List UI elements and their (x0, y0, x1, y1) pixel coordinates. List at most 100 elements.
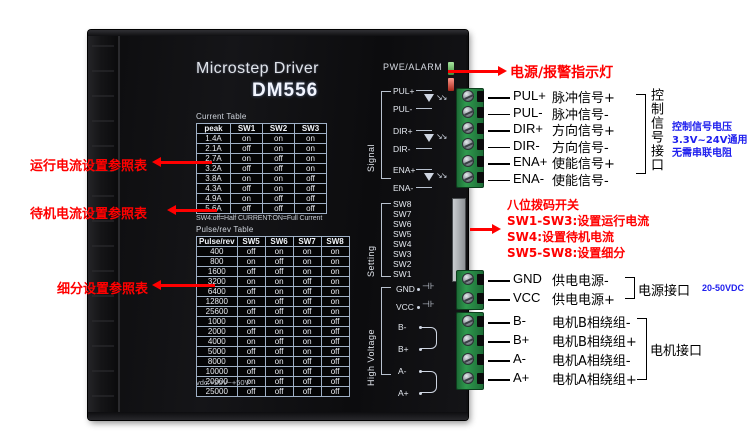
terminal-slot (477, 91, 484, 102)
table-cell: off (294, 183, 327, 194)
terminal-screw[interactable] (462, 122, 474, 134)
arrow-head (498, 66, 507, 76)
arrow-line (448, 70, 500, 73)
terminal-screw[interactable] (462, 292, 474, 304)
table-cell: on (262, 183, 295, 194)
terminal-screw[interactable] (462, 106, 474, 118)
terminal-screw[interactable] (462, 155, 474, 167)
terminal-lead-line (488, 379, 510, 381)
arrow-head (167, 205, 176, 215)
motor-terminal-pin-aminus: A- (513, 351, 526, 366)
terminal-screw[interactable] (462, 171, 474, 183)
table-cell: off (320, 316, 350, 327)
control-terminal-pin-dirplus: DIR+ (513, 121, 543, 136)
col-header-sw6: SW6 (264, 236, 294, 247)
heatsink-fin (92, 345, 114, 347)
control-terminal-desc-4: 使能信号+ (552, 157, 615, 172)
heatsink-fin (92, 320, 114, 322)
table-cell: on (230, 133, 263, 144)
table-cell: off (320, 386, 350, 397)
annotation-led-callout: 电源/报警指示灯 (510, 65, 614, 81)
table-cell: on (294, 163, 327, 174)
table-cell: off (236, 366, 266, 377)
terminal-slot (477, 172, 484, 183)
arrow-line (160, 284, 215, 287)
table-cell: on (320, 286, 350, 297)
control-terminal-pin-enaplus: ENA+ (513, 154, 548, 169)
terminal-screw[interactable] (462, 273, 474, 285)
table-cell: on (236, 336, 266, 347)
terminal-screw[interactable] (462, 334, 474, 346)
optocoupler-icon (424, 173, 434, 181)
arrow-head (152, 157, 161, 167)
table-cell: off (320, 326, 350, 337)
table-cell: on (320, 276, 350, 287)
motor-terminal-desc-0: 电机B相绕组- (552, 316, 631, 331)
terminal-screw[interactable] (462, 353, 474, 365)
terminal-screw[interactable] (462, 372, 474, 384)
opto-emission-icon: ↘↘ (436, 93, 447, 102)
table-cell: on (292, 346, 322, 357)
annotation-dip-title: 八位拨码开关 (507, 198, 580, 212)
table-cell: on (236, 256, 266, 267)
table-cell: 6400 (196, 286, 238, 297)
table-cell: on (320, 246, 350, 257)
optocoupler-icon (424, 94, 434, 102)
vdc-range-note: vdc:+20V~+50V (196, 378, 250, 387)
heatsink-fin (92, 120, 114, 122)
terminal-lead-line (488, 179, 510, 181)
schem-pin-ena-minus: ENA- (393, 183, 414, 193)
table-cell: off (264, 266, 294, 277)
table-cell: on (320, 266, 350, 277)
terminal-slot (477, 293, 484, 304)
table-cell: on (264, 316, 294, 327)
setting-section-label: Setting (366, 245, 376, 277)
table-cell: on (320, 296, 350, 307)
heatsink-fin (92, 45, 114, 47)
pulse-table-caption: Pulse/rev Table (196, 225, 254, 234)
table-cell: off (292, 306, 322, 317)
schem-pin-vcc: VCC (396, 302, 414, 312)
terminal-screw[interactable] (462, 315, 474, 327)
terminal-lead-line (488, 146, 510, 148)
control-terminal-pin-pulminus: PUL- (513, 104, 543, 120)
capacitor-icon: ⊣⊦ (422, 299, 435, 309)
terminal-screw[interactable] (462, 90, 474, 102)
table-cell: on (264, 246, 294, 257)
heatsink-fin (92, 295, 114, 297)
table-cell: on (294, 143, 327, 154)
power-group-brace (625, 277, 635, 299)
annotation-dip-line2: SW4:设置待机电流 (507, 230, 615, 244)
control-terminal-pin-enaminus: ENA- (513, 170, 545, 186)
schem-pin-pul-minus: PUL- (393, 104, 413, 114)
table-cell: on (264, 366, 294, 377)
table-cell: off (264, 256, 294, 267)
table-cell: 400 (196, 246, 238, 257)
table-cell: off (292, 386, 322, 397)
table-cell: 25000 (196, 386, 238, 397)
table-cell: on (292, 256, 322, 267)
schem-sw8: SW8 (393, 199, 412, 209)
terminal-slot (477, 139, 484, 150)
power-terminal-desc-0: 供电电源- (552, 274, 609, 289)
opto-emission-icon: ↘↘ (436, 132, 447, 141)
current-table-note: SW4:off=Half CURRENT:ON=Full Current (196, 215, 323, 222)
table-cell: 10000 (196, 366, 238, 377)
table-cell: on (320, 306, 350, 317)
terminal-screw[interactable] (462, 138, 474, 150)
table-cell: on (264, 276, 294, 287)
terminal-lead-line (488, 97, 510, 99)
annotation-power-spec: 20-50VDC (702, 283, 745, 293)
schem-wire (416, 90, 432, 91)
